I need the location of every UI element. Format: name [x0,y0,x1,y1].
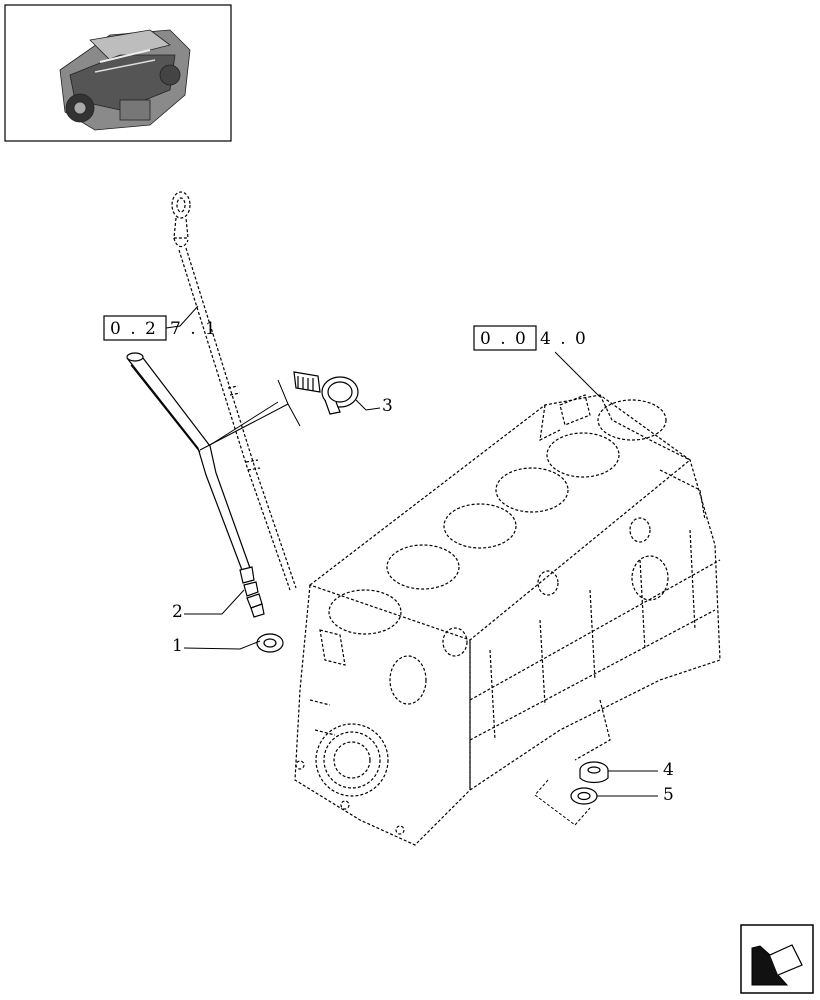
plug-guide [534,779,591,826]
washer [256,633,284,653]
gasket [570,787,598,805]
callout-5[interactable]: 5 [597,785,674,805]
reference-engine-block[interactable]: 0 . 0 4 . 0 [473,325,601,398]
hose-clamp [293,371,359,415]
dipstick [171,191,297,591]
callout-2-label: 2 [172,602,183,622]
callout-3-label: 3 [382,396,393,416]
callout-4-label: 4 [663,760,674,780]
reference-dipstick-boxed: 0 . 2 [110,319,158,339]
reference-engine-block-boxed: 0 . 0 [480,329,528,349]
reference-engine-block-rest: 4 . 0 [540,329,588,349]
reference-dipstick-rest: 7 . 1 [170,319,218,339]
callout-5-label: 5 [663,785,674,805]
next-page-arrow-icon[interactable] [740,924,814,994]
drain-plug [579,761,609,784]
callout-2[interactable]: 2 [172,589,245,622]
callout-1[interactable]: 1 [172,636,261,656]
engine-thumbnail-icon[interactable] [4,4,232,142]
reference-dipstick[interactable]: 0 . 2 7 . 1 [103,305,218,341]
dipstick-tube [126,352,265,618]
callout-1-label: 1 [172,636,183,656]
engine-block [294,394,721,846]
callout-3[interactable]: 3 [355,396,393,416]
callout-4[interactable]: 4 [608,760,674,780]
clamp-leader-lines [199,379,301,451]
